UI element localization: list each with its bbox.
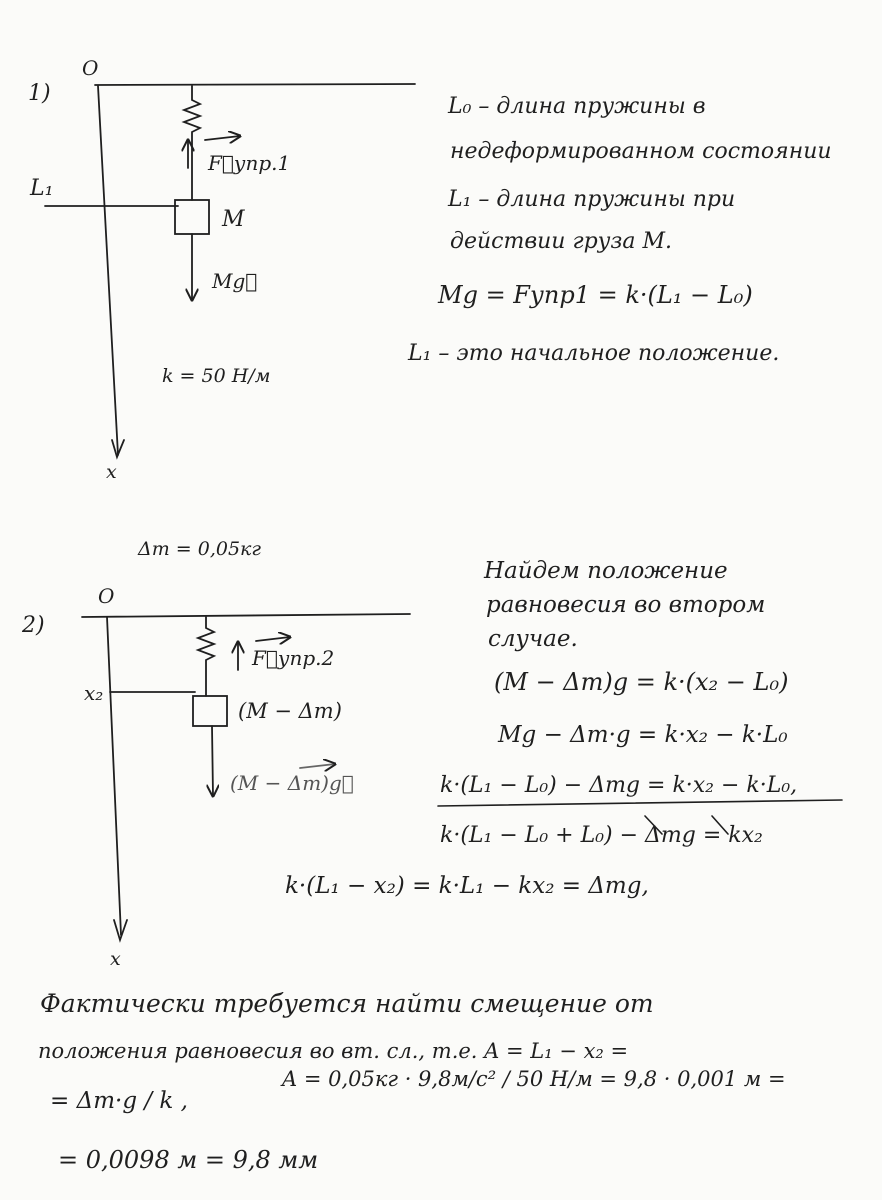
formula-line: = Δm·g / k , xyxy=(50,1088,188,1114)
formula-line: A = 0,05кг · 9,8м/с² / 50 Н/м = 9,8 · 0,… xyxy=(280,1067,786,1091)
underline xyxy=(437,799,843,807)
x-axis-arrow-icon xyxy=(113,919,128,943)
mass-label: M xyxy=(221,207,245,232)
spring-icon xyxy=(181,85,203,201)
equation-line: k·(L₁ − x₂) = k·L₁ − kx₂ = Δmg, xyxy=(285,873,649,899)
vector-arrow-icon xyxy=(204,136,240,140)
equation-line: Mg = Fупр1 = k·(L₁ − L₀) xyxy=(437,281,753,309)
note-line: случае. xyxy=(488,626,578,652)
diagram-2-number: 2) xyxy=(21,613,45,638)
equation-line: Mg − Δm·g = k·x₂ − k·L₀ xyxy=(497,722,788,748)
elastic-force-label: F⃗упр.2 xyxy=(251,646,334,670)
level-label-l1: L₁ xyxy=(29,176,53,201)
delta-m-label: Δm = 0,05кг xyxy=(137,538,261,560)
note-line: L₁ – это начальное положение. xyxy=(407,341,779,366)
note-line: равновесия во втором xyxy=(486,592,765,618)
notes-2-markings xyxy=(437,799,843,835)
conclusion-line: положения равновесия во вт. сл., т.е. A … xyxy=(38,1039,628,1063)
ceiling-line xyxy=(94,83,416,86)
weight-label: (M − Δm)g⃗ xyxy=(230,771,354,795)
equation-line: k·(L₁ − L₀ + L₀) − Δmg = kx₂ xyxy=(440,823,763,848)
diagram-2 xyxy=(81,613,411,943)
level-label-x2: x₂ xyxy=(84,681,103,705)
spring-icon xyxy=(195,616,217,697)
x-axis-line xyxy=(97,85,119,456)
notes-2: Найдем положение равновесия во втором сл… xyxy=(285,558,797,899)
diagram-1-number: 1) xyxy=(28,81,51,106)
mass-block-icon xyxy=(174,199,210,235)
note-line: недеформированном состоянии xyxy=(450,139,832,164)
ceiling-line xyxy=(81,613,411,618)
axis-label: x xyxy=(106,461,117,483)
conclusion: Фактически требуется найти смещение от п… xyxy=(38,989,786,1174)
diagram-1 xyxy=(44,83,416,460)
mass-block-icon xyxy=(192,695,228,727)
strike-mark xyxy=(711,815,729,835)
mass-label: (M − Δm) xyxy=(238,699,342,723)
notes-1: L₀ – длина пружины в недеформированном с… xyxy=(407,94,832,366)
strike-mark xyxy=(644,815,663,835)
weight-arrow-icon xyxy=(212,725,213,796)
equation-line: (M − Δm)g = k·(x₂ − L₀) xyxy=(494,668,788,696)
note-line: L₀ – длина пружины в xyxy=(447,94,706,119)
x-axis-arrow-icon xyxy=(111,439,125,460)
note-line: L₁ – длина пружины при xyxy=(447,187,735,212)
axis-label: x xyxy=(110,948,121,970)
note-line: Найдем положение xyxy=(483,558,728,584)
conclusion-line: Фактически требуется найти смещение от xyxy=(40,989,654,1018)
weight-label: Mg⃗ xyxy=(211,269,257,293)
origin-label: O xyxy=(98,584,114,608)
result-line: = 0,0098 м = 9,8 мм xyxy=(58,1146,318,1174)
elastic-force-label: F⃗упр.1 xyxy=(207,151,290,175)
note-line: действии груза M. xyxy=(450,229,672,254)
spring-constant-label: k = 50 Н/м xyxy=(162,365,270,387)
vector-arrow-icon xyxy=(299,764,335,768)
vector-arrow-icon xyxy=(255,637,290,641)
origin-label: O xyxy=(82,56,98,80)
x-axis-line xyxy=(106,616,122,936)
equation-line: k·(L₁ − L₀) − Δmg = k·x₂ − k·L₀, xyxy=(440,773,797,798)
